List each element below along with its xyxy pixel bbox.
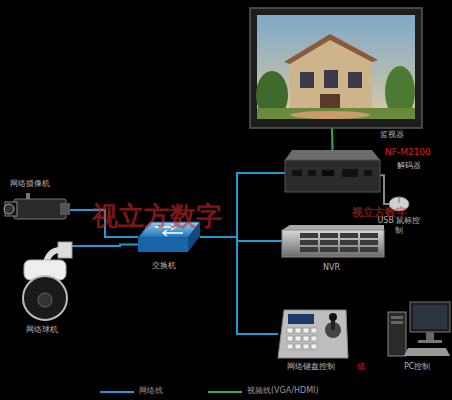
nvr-illustration xyxy=(282,225,384,257)
device-label: 监视器 xyxy=(380,130,404,140)
cable-connector xyxy=(331,128,334,150)
decoder-node: NF-M2100解码器 xyxy=(285,150,380,192)
legend-text: 网络线 xyxy=(139,386,163,396)
keyboard-node: 网络键盘控制 xyxy=(278,310,348,358)
device-label: 交换机 xyxy=(152,261,176,271)
keyboard-illustration xyxy=(278,310,348,358)
device-label: NVR xyxy=(323,263,340,273)
legend-line-sample xyxy=(100,391,134,393)
watermark: 视立方数字 xyxy=(352,206,407,220)
device-label: PC控制 xyxy=(404,362,430,372)
monitor-node: 监视器 xyxy=(250,8,422,128)
device-label: 网络摄像机 xyxy=(10,179,50,189)
device-label: 网络球机 xyxy=(26,325,58,335)
monitor-illustration xyxy=(250,8,422,128)
cable-connector xyxy=(72,245,138,246)
device-label: NF-M2100 xyxy=(385,147,431,158)
cable-connector xyxy=(380,175,389,204)
device-label: 网络键盘控制 xyxy=(287,362,335,372)
cable-connector xyxy=(200,237,278,334)
camera-illustration xyxy=(4,193,70,219)
pc-illustration xyxy=(388,302,450,356)
decoder-illustration xyxy=(285,150,380,192)
dome-camera-node: 网络球机 xyxy=(10,242,72,320)
nvr-node: NVR xyxy=(282,225,384,257)
legend-line-sample xyxy=(208,391,242,393)
legend-text: 视频线(VGA/HDMI) xyxy=(247,386,319,396)
pc-node: PC控制 xyxy=(386,302,451,358)
device-label: 解码器 xyxy=(397,161,421,171)
camera-node: 网络摄像机 xyxy=(5,193,70,219)
dome-camera-illustration xyxy=(23,242,72,320)
watermark: 视立方数字 xyxy=(92,200,222,233)
separator-word: 或 xyxy=(357,362,365,372)
